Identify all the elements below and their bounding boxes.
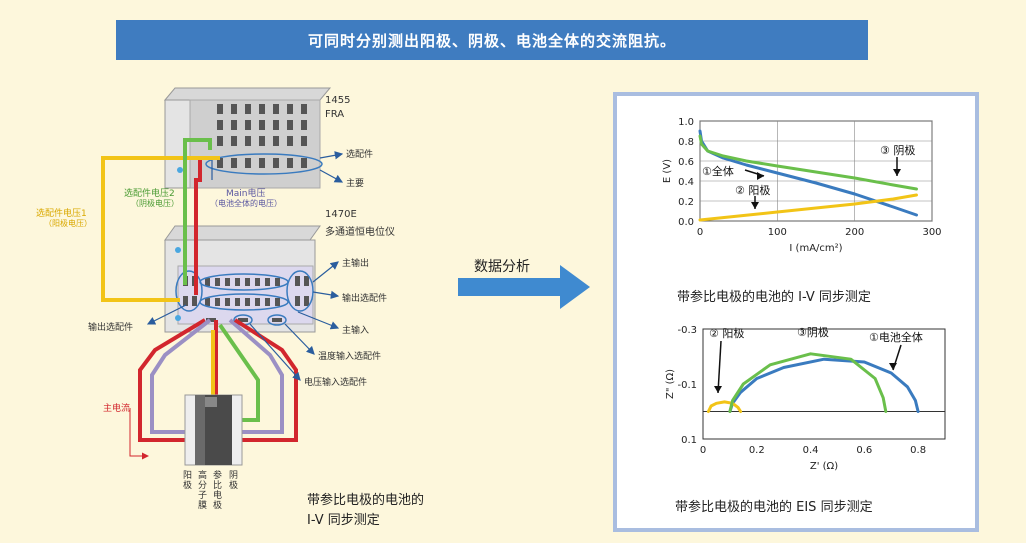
iv-caption: 带参比电极的电池的 I-V 同步测定 [677, 290, 871, 305]
x-tick-label: 0.4 [803, 445, 819, 456]
series-line-1 [728, 357, 920, 413]
y-tick-label: 0.4 [678, 177, 694, 188]
fuel-cell [184, 394, 243, 466]
series-pointer-head [889, 363, 897, 370]
results-panel: 0 100 200 300 0.0 0.2 0.4 0.6 0.8 1.0 I (mA/cm²) E … [613, 92, 979, 532]
series-pointer-head [757, 172, 764, 180]
y-tick-label: 0.1 [681, 435, 697, 446]
series-pointer-head [751, 202, 759, 209]
iv-chart: 0 100 200 300 0.0 0.2 0.4 0.6 0.8 1.0 I (mA/cm²) E … [662, 117, 942, 254]
y-axis-label: E (V) [662, 159, 673, 183]
series-pointer-head [714, 386, 722, 393]
fra-model: 1455 [325, 95, 351, 106]
opt-v1-label: 选配件电压1 [36, 209, 87, 219]
y-tick-label: 0.0 [678, 217, 694, 228]
left-caption-line2: I-V 同步测定 [307, 513, 380, 528]
output-option-label: 输出选配件 [342, 294, 388, 304]
pot-model: 1470E [325, 209, 357, 220]
fra-option-label: 选配件 [346, 150, 374, 160]
eis-chart: 0 0.2 0.4 0.6 0.8 -0.3 -0.1 0.1 Z' (Ω) Z" (Ω) ② 阳极… [665, 325, 946, 472]
x-tick-label: 0.2 [749, 445, 765, 456]
banner-title: 可同时分别测出阳极、阴极、电池全体的交流阻抗。 [116, 20, 868, 60]
series-label: ①全体 [702, 164, 734, 178]
x-tick-label: 0.8 [910, 445, 926, 456]
y-axis-label: Z" (Ω) [665, 369, 676, 399]
y-tick-label: 0.8 [678, 137, 694, 148]
series-label: ② 阳极 [709, 326, 744, 340]
arrow-label: 数据分析 [474, 259, 530, 275]
main-v-label: Main电压 [226, 189, 266, 199]
y-tick-label: -0.1 [677, 380, 697, 391]
series-label: ② 阳极 [735, 183, 770, 197]
cell-membrane-label: 高分子膜 [198, 471, 208, 511]
plot-frame [702, 328, 946, 440]
main-v-sub: （电池全体的电压） [210, 199, 282, 208]
x-tick-label: 0.6 [856, 445, 872, 456]
pot-name: 多通道恒电位仪 [325, 227, 395, 238]
x-tick-label: 0 [697, 227, 703, 238]
opt-v2-label: 选配件电压2 [124, 189, 175, 199]
cell-ref-label: 参比电极 [213, 471, 223, 511]
series-line-3 [698, 134, 918, 191]
series-pointer [717, 340, 722, 394]
x-axis-label: I (mA/cm²) [789, 243, 842, 254]
x-axis-label: Z' (Ω) [810, 461, 838, 472]
potentiostat-instrument [164, 225, 321, 333]
voltage-input-label: 电压输入选配件 [304, 378, 368, 388]
opt-v1-sub: （阳极电压） [44, 219, 92, 228]
series-line-2 [706, 400, 743, 413]
output-option-left-label: 输出选配件 [88, 323, 134, 333]
x-tick-label: 200 [845, 227, 864, 238]
opt-v2-sub: （阴极电压） [131, 199, 179, 208]
series-line-3 [728, 352, 888, 413]
x-tick-label: 300 [922, 227, 941, 238]
main-input-label: 主输入 [342, 326, 370, 336]
y-tick-label: 1.0 [678, 117, 694, 128]
analysis-arrow [458, 265, 590, 309]
cell-cathode-label: 阴极 [229, 471, 239, 491]
eis-caption: 带参比电极的电池的 EIS 同步测定 [675, 500, 873, 515]
series-label: ①电池全体 [869, 330, 923, 344]
left-caption-line1: 带参比电极的电池的 [307, 493, 425, 508]
y-tick-label: -0.3 [677, 325, 697, 336]
main-output-label: 主输出 [342, 259, 370, 269]
y-tick-label: 0.6 [678, 157, 694, 168]
x-tick-label: 100 [768, 227, 787, 238]
fra-main-label: 主要 [346, 179, 365, 189]
series-label: ③阴极 [797, 325, 829, 339]
temp-input-label: 温度输入选配件 [318, 352, 382, 362]
y-tick-label: 0.2 [678, 197, 694, 208]
main-current-label: 主电流 [103, 404, 131, 414]
series-line-2 [698, 193, 918, 222]
cell-anode-label: 阳极 [183, 471, 193, 491]
fra-name: FRA [325, 109, 345, 120]
series-label: ③ 阴极 [880, 143, 915, 157]
cables [101, 138, 298, 442]
x-tick-label: 0 [700, 445, 706, 456]
series-pointer-head [893, 169, 901, 176]
